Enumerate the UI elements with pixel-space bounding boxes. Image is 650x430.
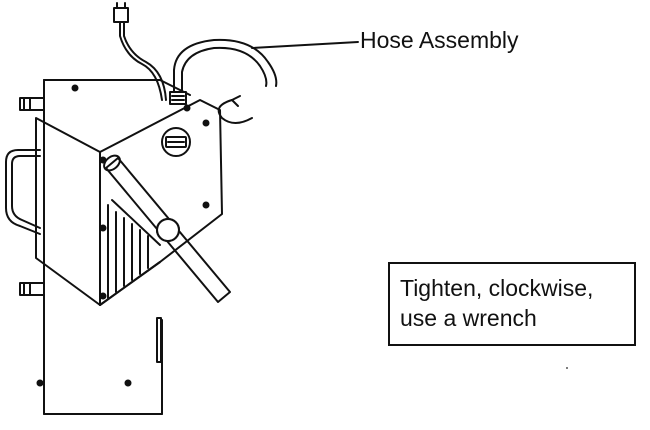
front-panel [35, 99, 223, 306]
housing-bolt [124, 379, 132, 387]
dot-mark [566, 367, 568, 369]
housing-bolt [36, 379, 44, 387]
instruction-line-1: Tighten, clockwise, [400, 275, 594, 301]
callout-leader-line [251, 41, 359, 49]
panel-bolt [99, 224, 107, 232]
housing-bolt [71, 84, 79, 92]
vent-slats [107, 199, 161, 299]
housing-body [36, 79, 191, 415]
diagonal-lever [103, 154, 231, 303]
panel-bolt [202, 119, 210, 127]
housing-slot [156, 317, 162, 363]
hose-assembly-icon [169, 38, 278, 105]
panel-bolt [99, 292, 107, 300]
panel-bolt [202, 201, 210, 209]
bottom-mounting-bracket [19, 282, 45, 296]
cap-knob [161, 127, 191, 157]
electrical-cord [113, 2, 167, 101]
top-mounting-bracket [19, 97, 45, 111]
clockwise-arrow-icon [217, 95, 253, 124]
panel-bolt [183, 104, 191, 112]
side-handle [5, 149, 41, 235]
instruction-line-2: use a wrench [400, 305, 537, 331]
hose-assembly-label: Hose Assembly [360, 27, 519, 53]
instruction-box: Tighten, clockwise, use a wrench [388, 262, 636, 346]
